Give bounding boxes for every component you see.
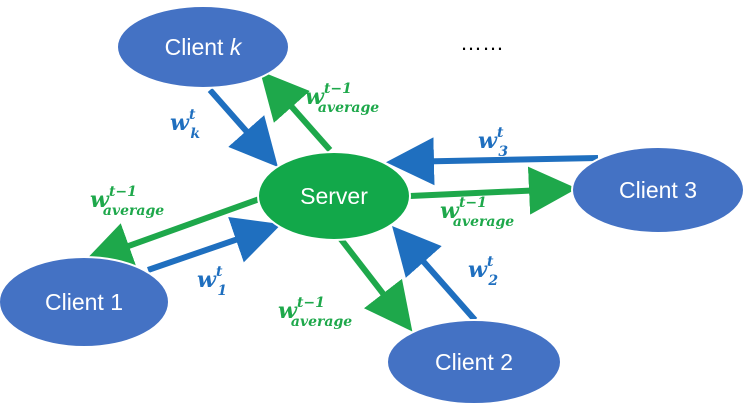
upload-arrow-client-1 [147, 217, 282, 273]
download-arrow-client-2 [337, 236, 413, 332]
more-clients-ellipsis: …… [460, 30, 504, 55]
client-1-node [0, 256, 170, 348]
server-node [257, 151, 411, 241]
download-arrow-client-3 [409, 166, 577, 215]
client-3-node [571, 146, 745, 234]
client-2-label: Client 2 [435, 349, 513, 375]
download-arrow-client-1 [83, 194, 267, 269]
upload-arrow-client-2 [392, 226, 478, 322]
client-2-node [386, 319, 562, 403]
client-k-label: Client k [165, 34, 243, 60]
upload-arrow-client-3 [386, 137, 599, 186]
client-3-label: Client 3 [619, 177, 697, 203]
server-label: Server [300, 183, 368, 209]
download-arrow-client-k [260, 71, 333, 152]
client-k-node [116, 5, 290, 89]
client-1-label: Client 1 [45, 289, 123, 315]
upload-arrow-client-k [207, 88, 278, 167]
